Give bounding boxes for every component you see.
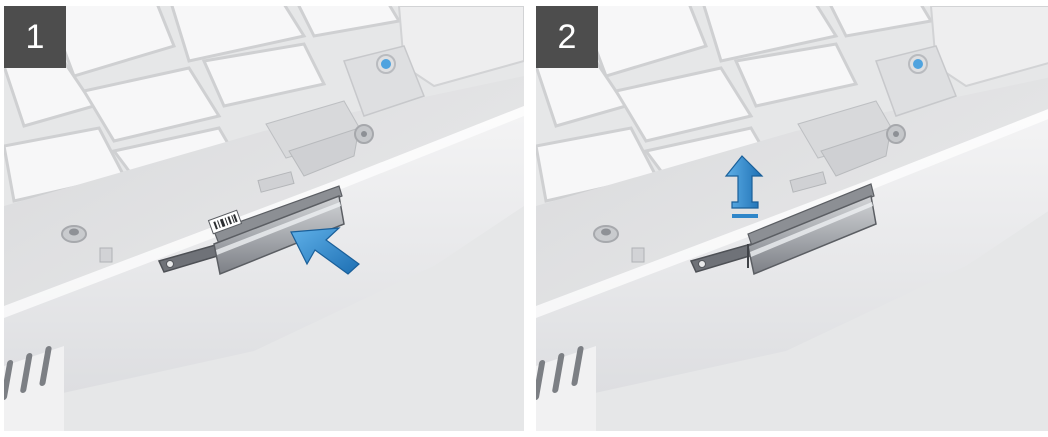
step-1-panel: 1 [4, 6, 524, 431]
step-number-badge: 1 [4, 6, 66, 68]
step-1-illustration [4, 6, 524, 431]
step-number-badge: 2 [536, 6, 598, 68]
step-2-illustration [536, 6, 1048, 431]
step-2-panel: 2 [536, 6, 1048, 431]
